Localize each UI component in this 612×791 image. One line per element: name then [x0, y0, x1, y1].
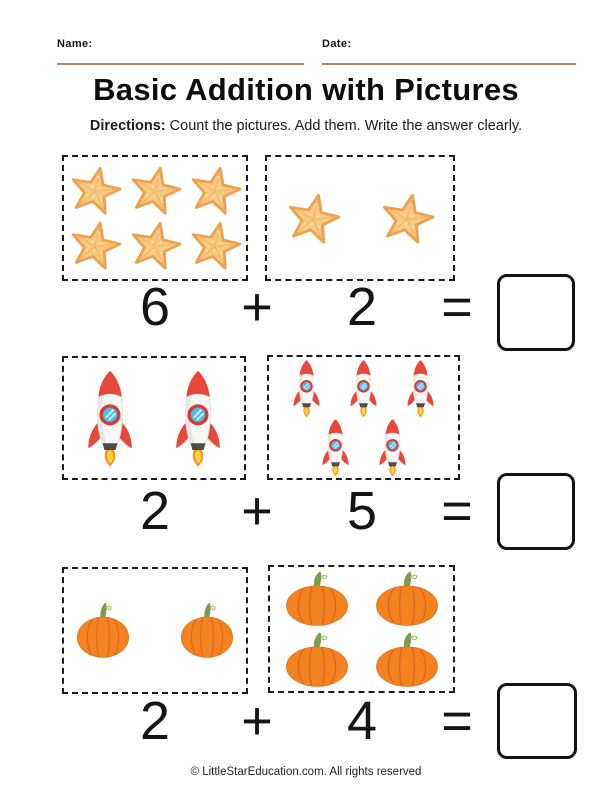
- starfish-icon: [127, 219, 183, 272]
- problem-2-equals-sign: =: [441, 481, 473, 541]
- problem-1-plus-sign: +: [241, 277, 273, 337]
- pumpkin-icon: [71, 600, 135, 661]
- starfish-icon: [67, 164, 123, 217]
- problem-2-plus-sign: +: [241, 481, 273, 541]
- starfish-icon: [187, 164, 243, 217]
- name-label: Name:: [57, 38, 93, 50]
- pumpkin-icon: [175, 600, 239, 661]
- problem-2-addend2-picture-box: [267, 355, 460, 480]
- copyright-footer: © LittleStarEducation.com. All rights re…: [190, 766, 422, 778]
- pumpkin-icon: [369, 630, 445, 690]
- pumpkin-icon: [279, 630, 355, 690]
- rocket-icon: [374, 418, 411, 477]
- problem-2-answer-box[interactable]: [497, 473, 575, 550]
- rocket-icon: [79, 369, 141, 468]
- starfish-icon: [284, 191, 342, 246]
- problem-1-answer-box[interactable]: [497, 274, 575, 351]
- starfish-icon: [378, 191, 436, 246]
- page-title: Basic Addition with Pictures: [93, 72, 519, 107]
- problem-2-addend1-picture-box: [62, 356, 246, 480]
- problem-1-equals-sign: =: [441, 277, 473, 337]
- problem-3-addend2-picture-box: [268, 565, 455, 693]
- rocket-icon: [288, 359, 325, 418]
- problem-3-equals-sign: =: [441, 691, 473, 751]
- pumpkin-icon: [369, 569, 445, 629]
- problem-1-addend1: 6: [139, 277, 171, 337]
- problem-2-addend2: 5: [346, 481, 378, 541]
- problem-2-addend1: 2: [139, 481, 171, 541]
- directions-text: Directions: Count the pictures. Add them…: [89, 118, 523, 134]
- rocket-icon: [402, 359, 439, 418]
- date-input-line[interactable]: [322, 63, 576, 65]
- directions-label: Directions:: [89, 118, 166, 134]
- date-label: Date:: [322, 38, 352, 50]
- starfish-icon: [127, 164, 183, 217]
- rocket-icon: [317, 418, 354, 477]
- rocket-icon: [167, 369, 229, 468]
- rocket-icon: [345, 359, 382, 418]
- pumpkin-icon: [279, 569, 355, 629]
- problem-3-answer-box[interactable]: [497, 683, 577, 759]
- problem-1-addend2-picture-box: [265, 155, 455, 281]
- starfish-icon: [67, 219, 123, 272]
- problem-3-addend1-picture-box: [62, 567, 248, 694]
- problem-1-addend1-picture-box: [62, 155, 248, 281]
- problem-3-addend1: 2: [139, 691, 171, 751]
- problem-1-addend2: 2: [346, 277, 378, 337]
- starfish-icon: [187, 219, 243, 272]
- name-input-line[interactable]: [57, 63, 304, 65]
- problem-3-plus-sign: +: [241, 691, 273, 751]
- problem-3-addend2: 4: [346, 691, 378, 751]
